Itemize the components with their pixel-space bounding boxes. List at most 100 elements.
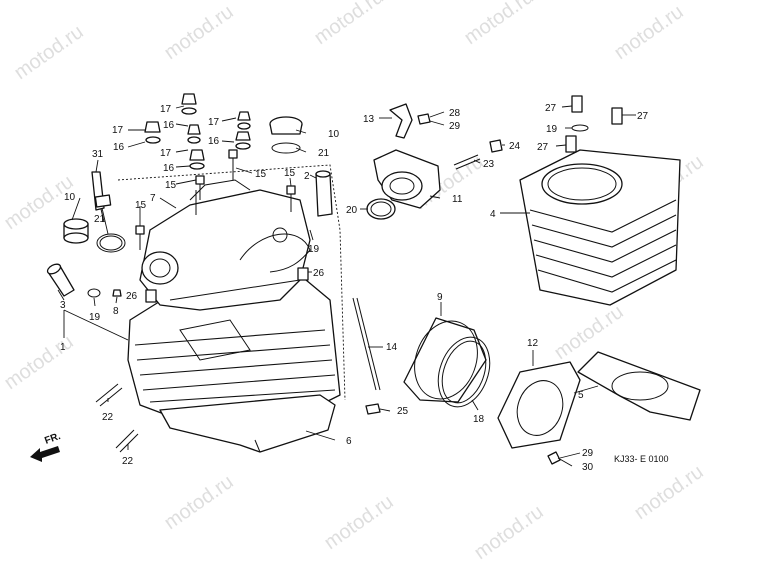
watermark: motod.ru xyxy=(470,501,547,564)
callout-16c: 16 xyxy=(208,136,220,147)
watermark: motod.ru xyxy=(630,461,707,524)
bracket xyxy=(389,103,413,139)
washer xyxy=(365,403,381,415)
spark-plug xyxy=(91,171,112,223)
dowel-pin xyxy=(145,289,157,303)
callout-19b: 19 xyxy=(308,244,320,255)
callout-7: 7 xyxy=(150,193,156,204)
watermark: motod.ru xyxy=(160,1,237,64)
callout-4: 4 xyxy=(490,209,496,220)
callout-29b: 29 xyxy=(582,448,594,459)
callout-13: 13 xyxy=(363,114,375,125)
o-ring xyxy=(96,233,126,253)
stud xyxy=(453,154,479,166)
side-gasket xyxy=(403,317,487,403)
nut xyxy=(489,139,503,153)
dowel-pin xyxy=(571,95,583,113)
callout-29a: 29 xyxy=(449,121,461,132)
cylinder xyxy=(519,149,681,306)
callout-22b: 22 xyxy=(122,456,134,467)
watermark: motod.ru xyxy=(320,491,397,554)
callout-10a: 10 xyxy=(64,192,76,203)
arrow-icon xyxy=(30,446,60,462)
callout-26a: 26 xyxy=(126,291,138,302)
callout-21a: 21 xyxy=(94,214,106,225)
dowel-pin xyxy=(297,267,309,281)
o-ring xyxy=(87,288,101,298)
callout-15a: 15 xyxy=(165,180,177,191)
watermark: motod.ru xyxy=(310,0,387,49)
watermark: motod.ru xyxy=(0,331,77,394)
callout-17c: 17 xyxy=(160,148,172,159)
callout-17a: 17 xyxy=(160,104,172,115)
diagram-code: KJ33- E 0100 xyxy=(614,454,669,464)
callout-30: 30 xyxy=(582,462,594,473)
stud xyxy=(95,383,119,403)
callout-31: 31 xyxy=(92,149,104,160)
callout-2: 2 xyxy=(304,171,310,182)
o-ring xyxy=(437,336,491,408)
cylinder-base-gasket xyxy=(577,351,701,421)
stud-bolt xyxy=(352,297,377,391)
callout-22a: 22 xyxy=(102,412,114,423)
callout-15d: 15 xyxy=(135,200,147,211)
dowel xyxy=(112,289,122,297)
front-direction-indicator: FR. xyxy=(30,431,62,462)
callout-16a: 16 xyxy=(113,142,125,153)
dowel-pin xyxy=(611,107,623,125)
callout-17d: 17 xyxy=(208,117,220,128)
callout-10b: 10 xyxy=(328,129,340,140)
callout-21b: 21 xyxy=(318,148,330,159)
callout-24: 24 xyxy=(509,141,521,152)
watermark: motod.ru xyxy=(460,0,537,49)
watermark: motod.ru xyxy=(160,471,237,534)
callout-26b: 26 xyxy=(313,268,325,279)
dowel-pin xyxy=(565,135,577,153)
callout-1: 1 xyxy=(60,342,66,353)
callout-9: 9 xyxy=(437,292,443,303)
callout-3: 3 xyxy=(60,300,66,311)
head-gasket xyxy=(159,394,336,453)
stud xyxy=(115,429,135,449)
leader-lines xyxy=(57,105,636,459)
bolt xyxy=(417,113,431,125)
o-ring xyxy=(571,124,589,132)
callout-19a: 19 xyxy=(89,312,101,323)
callout-28: 28 xyxy=(449,108,461,119)
callout-27c: 27 xyxy=(537,142,549,153)
callout-6: 6 xyxy=(346,436,352,447)
watermark: motod.ru xyxy=(550,301,627,364)
assembly-outline xyxy=(117,164,346,401)
bolt xyxy=(547,451,561,465)
front-label: FR. xyxy=(43,431,62,447)
bolts xyxy=(135,149,296,250)
watermark: motod.ru xyxy=(10,21,87,84)
callout-25: 25 xyxy=(397,406,409,417)
callout-14: 14 xyxy=(386,342,398,353)
valve-caps xyxy=(144,93,251,170)
side-cover xyxy=(497,361,581,449)
callout-20: 20 xyxy=(346,205,358,216)
callout-16b: 16 xyxy=(163,120,175,131)
callout-19c: 19 xyxy=(546,124,558,135)
callout-15c: 15 xyxy=(284,168,296,179)
callout-17b: 17 xyxy=(112,125,124,136)
oil-filler-cap xyxy=(63,218,89,244)
pipe-2 xyxy=(315,173,333,217)
callout-11: 11 xyxy=(452,194,463,205)
intake-pipe xyxy=(366,149,441,220)
callout-16d: 16 xyxy=(163,163,175,174)
callout-12: 12 xyxy=(527,338,539,349)
callout-5: 5 xyxy=(578,390,584,401)
callout-8: 8 xyxy=(113,306,119,317)
callout-15b: 15 xyxy=(255,169,267,180)
cylinder-head xyxy=(127,179,341,421)
callout-27b: 27 xyxy=(637,111,649,122)
callout-labels: 1 2 3 4 5 6 7 8 9 10 10 11 12 13 14 15 1… xyxy=(60,103,649,473)
cover-cap-10 xyxy=(269,116,303,154)
bolt-part-3 xyxy=(46,263,75,297)
callout-18: 18 xyxy=(473,414,485,425)
callout-23: 23 xyxy=(483,159,495,170)
